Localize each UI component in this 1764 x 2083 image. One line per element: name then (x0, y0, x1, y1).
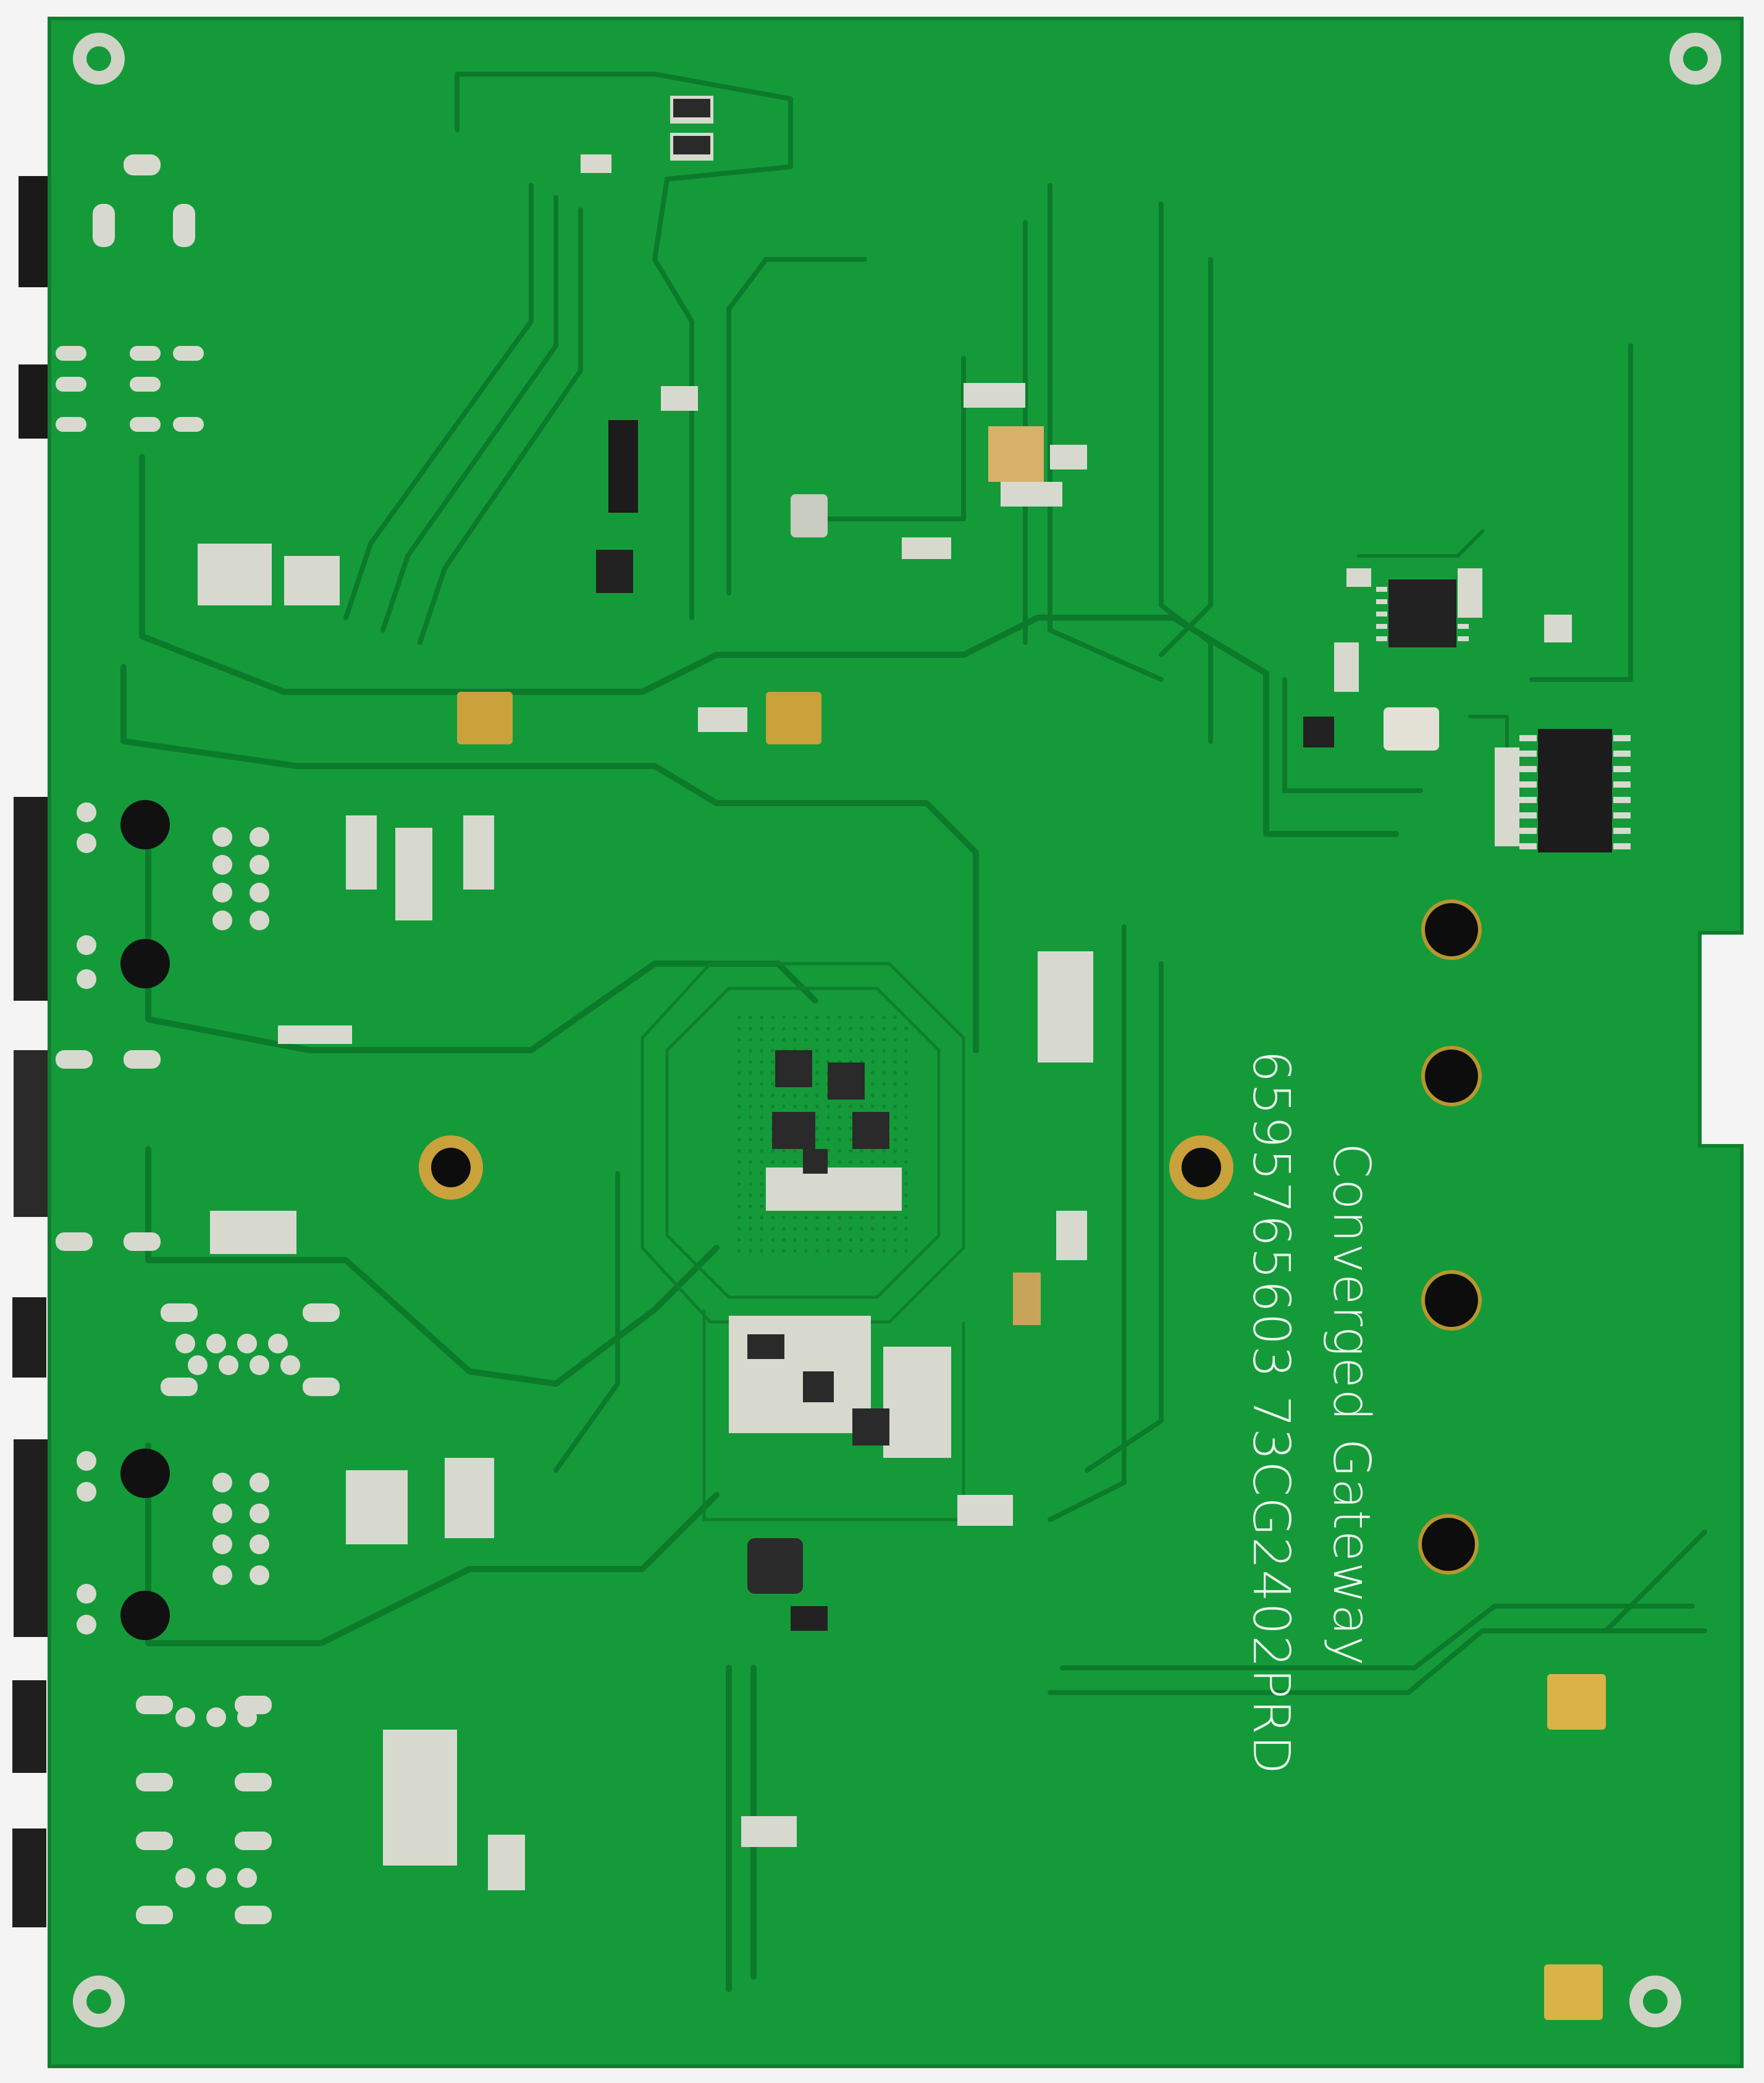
gold-pads (457, 692, 1606, 2020)
ic-chips (596, 420, 1631, 1631)
silkscreen-label: Converged Gateway 6595765603 73CG2402PRD (1241, 1050, 1380, 1775)
jack-pads (56, 154, 340, 1924)
trace-network (120, 72, 1707, 1992)
silkscreen-line-1: Converged Gateway (1322, 1143, 1380, 1667)
antenna-holes (1418, 899, 1482, 1575)
mounting-holes (73, 33, 1721, 2027)
silkscreen-line-2: 6595765603 73CG2402PRD (1241, 1050, 1300, 1775)
passive-components (198, 96, 1519, 1890)
bga-fanout (640, 962, 965, 1521)
